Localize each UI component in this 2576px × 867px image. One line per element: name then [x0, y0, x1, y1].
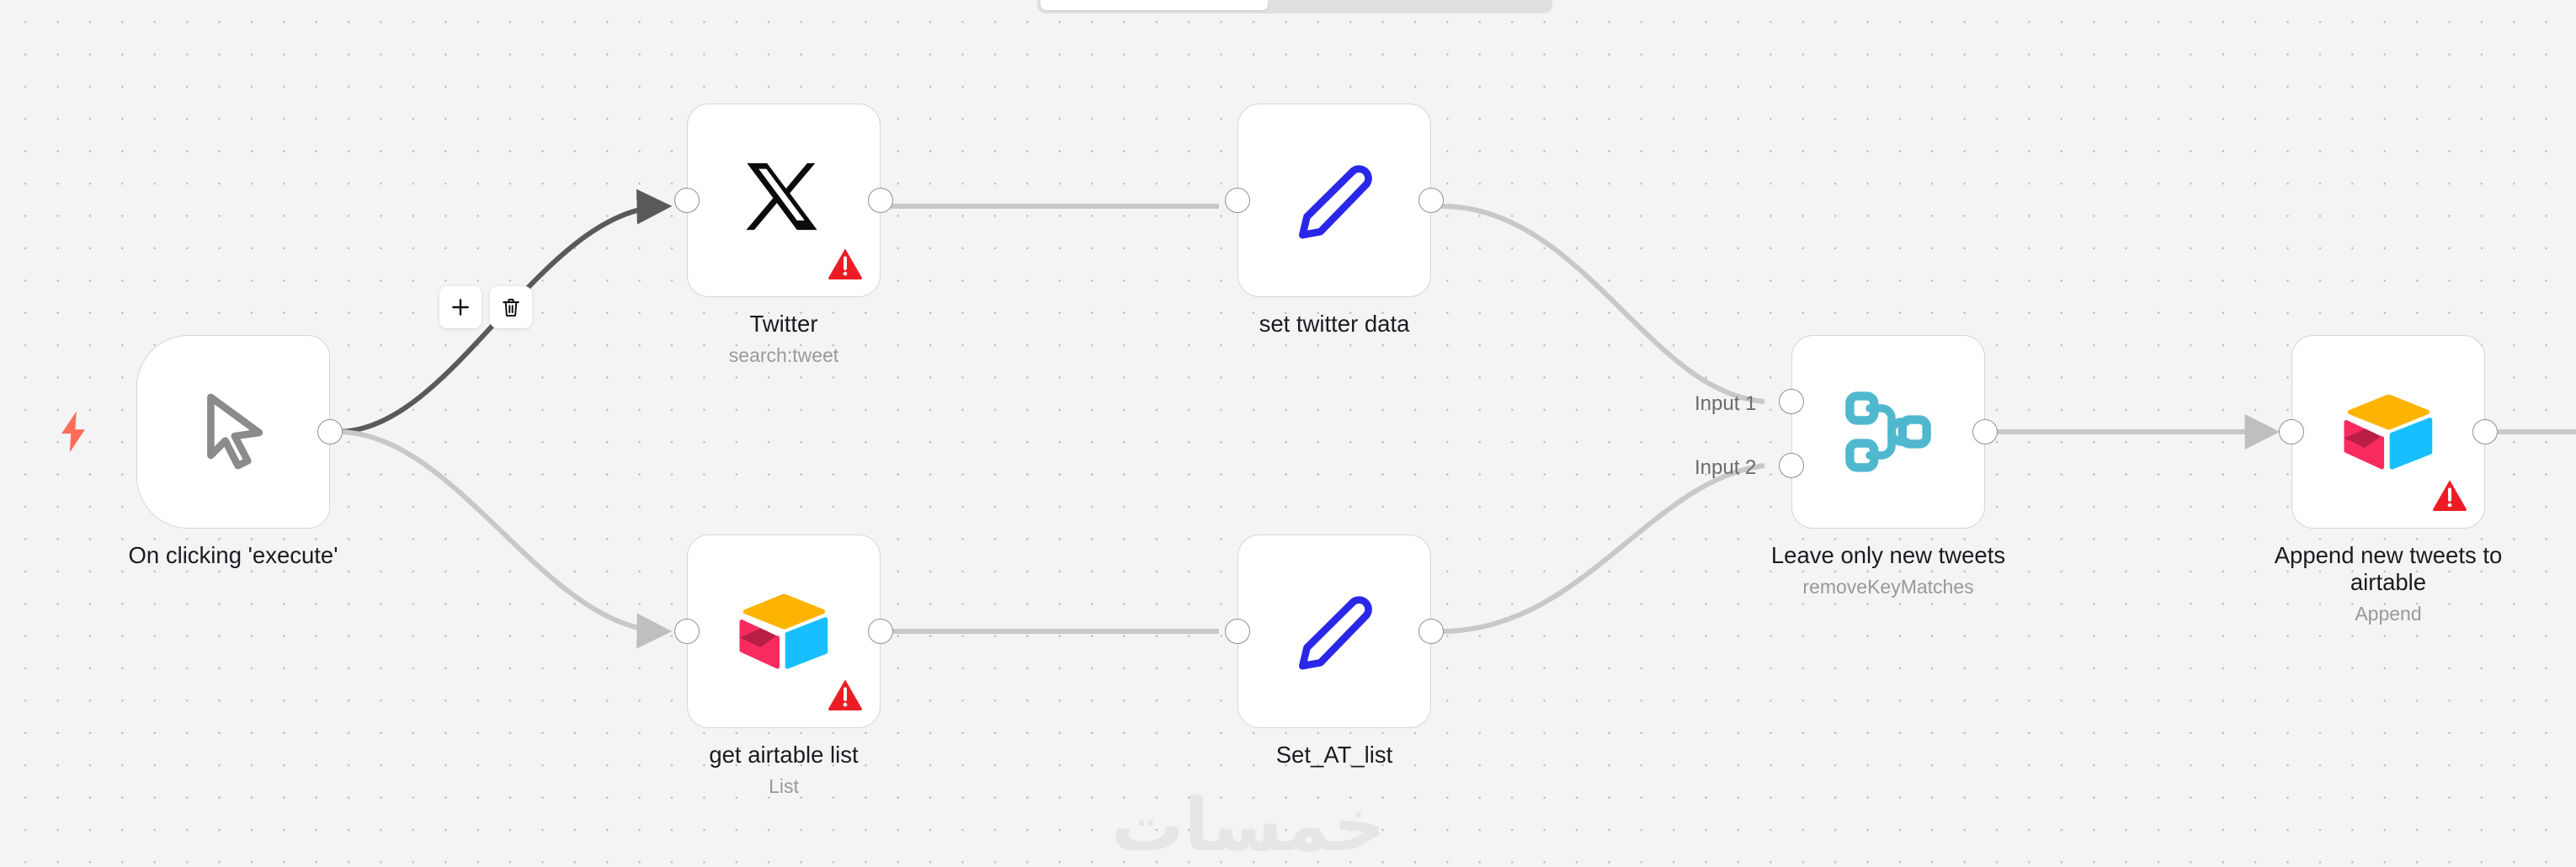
input-endpoint[interactable] [674, 188, 700, 213]
input-1-endpoint[interactable] [1779, 389, 1804, 414]
input-endpoint[interactable] [674, 619, 700, 644]
input-endpoint[interactable] [1225, 188, 1250, 213]
plus-icon [452, 299, 469, 316]
error-warning-icon [828, 679, 862, 710]
node-subtitle: search:tweet [728, 344, 839, 366]
error-warning-icon [828, 248, 862, 279]
output-endpoint[interactable] [868, 188, 893, 213]
node-title: On clicking 'execute' [128, 542, 338, 568]
x-twitter-icon [746, 162, 817, 231]
node-body[interactable] [2291, 335, 2485, 529]
output-endpoint[interactable] [1418, 188, 1444, 213]
add-node-button[interactable] [439, 286, 482, 328]
tab-executions[interactable]: Executions [1268, 0, 1549, 10]
wire-set-twitter-data-to-merge-input1[interactable] [1440, 204, 1765, 404]
node-subtitle: Append [2355, 603, 2422, 625]
error-warning-icon [2433, 480, 2467, 511]
output-endpoint[interactable] [1972, 419, 1998, 444]
input-2-label: Input 2 [1695, 456, 1757, 479]
airtable-icon [2344, 394, 2433, 470]
node-leave-only-new-tweets[interactable]: Input 1 Input 2 Leave only new tweets re… [1695, 335, 2005, 598]
node-title: Leave only new tweets [1770, 542, 2006, 568]
cursor-pointer-icon [207, 393, 263, 470]
wire-set-at-list-to-merge-input2[interactable] [1440, 463, 1765, 634]
node-body[interactable] [687, 104, 881, 297]
node-append-new-tweets-to-airtable[interactable]: Append new tweets to airtable Append [2275, 335, 2502, 625]
node-subtitle: removeKeyMatches [1802, 576, 1974, 598]
node-subtitle: List [769, 775, 799, 797]
output-endpoint[interactable] [868, 619, 893, 644]
merge-icon [1845, 391, 1931, 472]
node-title: get airtable list [709, 742, 859, 768]
input-endpoint[interactable] [2279, 419, 2304, 444]
node-body[interactable] [687, 535, 881, 728]
node-body[interactable] [1237, 104, 1431, 297]
pencil-icon [1298, 165, 1372, 239]
node-body[interactable] [1237, 535, 1431, 728]
pencil-icon [1298, 596, 1372, 670]
node-title: Set_AT_list [1275, 742, 1393, 768]
delete-connection-button[interactable] [490, 286, 532, 328]
node-twitter[interactable]: Twitter search:tweet [674, 104, 893, 366]
input-1-label: Input 1 [1695, 392, 1757, 415]
node-title: Twitter [749, 311, 818, 337]
airtable-icon [739, 593, 828, 669]
tab-editor[interactable]: Editor [1041, 0, 1268, 10]
node-body[interactable] [1791, 335, 1985, 529]
output-endpoint[interactable] [317, 419, 343, 444]
node-set-twitter-data[interactable]: set twitter data [1225, 104, 1444, 337]
output-endpoint[interactable] [1418, 619, 1444, 644]
node-get-airtable-list[interactable]: get airtable list List [674, 535, 893, 797]
wire-trigger-to-get-airtable-list[interactable] [336, 429, 673, 649]
node-set-at-list[interactable]: Set_AT_list [1225, 535, 1444, 768]
node-title: Append new tweets to airtable [2274, 542, 2503, 596]
connection-actions-toolbar[interactable] [439, 286, 532, 328]
node-title: set twitter data [1259, 311, 1410, 337]
output-endpoint[interactable] [2472, 419, 2498, 444]
trigger-bolt-icon [56, 409, 91, 459]
node-on-clicking-execute[interactable]: On clicking 'execute' [129, 335, 343, 568]
input-2-endpoint[interactable] [1779, 453, 1804, 478]
input-endpoint[interactable] [1225, 619, 1250, 644]
node-body[interactable] [136, 335, 330, 529]
editor-executions-switcher[interactable]: Editor Executions [1037, 0, 1552, 13]
trash-icon [503, 298, 519, 317]
